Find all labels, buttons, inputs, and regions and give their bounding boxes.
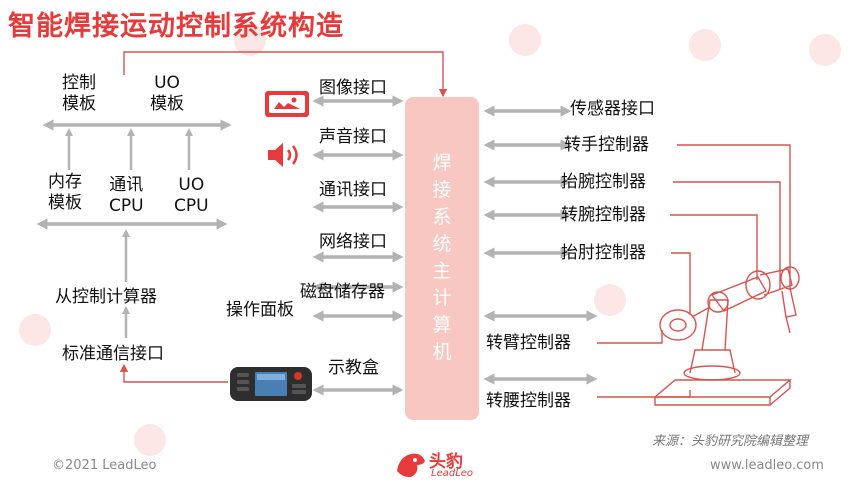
watermark-logo-icon xyxy=(509,24,541,56)
page-title: 智能焊接运动控制系统构造 xyxy=(8,11,344,42)
image-interface-icon xyxy=(265,91,309,117)
welding-robot-icon xyxy=(653,266,800,406)
main-computer-char: 系 xyxy=(432,206,452,228)
network-interface-label: 网络接口 xyxy=(319,232,387,252)
copyright-text: ©2021 LeadLeo xyxy=(52,458,157,473)
std-comm-interface-label: 标准通信接口 xyxy=(62,344,164,364)
leadleo-leopard-logo xyxy=(397,453,425,478)
source-note: 来源：头豹研究院编辑整理 xyxy=(652,434,809,449)
watermark-logo-icon xyxy=(594,284,626,316)
watermark-logo-icon xyxy=(134,424,166,456)
main-computer-char: 算 xyxy=(432,314,452,336)
memory-template-label: 内存模板 xyxy=(48,172,82,213)
wrist-lift-controller-label: 抬腕控制器 xyxy=(561,172,646,192)
watermark-logo-icon xyxy=(809,34,841,66)
leadleo-brand: 头豹 LeadLeo xyxy=(395,447,485,483)
watermark-logo-icon xyxy=(19,314,51,346)
disk-storage-label: 磁盘储存器 xyxy=(300,282,385,302)
arm-rotate-controller-label: 转臂控制器 xyxy=(486,333,571,353)
sensor-interface-label: 传感器接口 xyxy=(570,99,655,119)
image-interface-label: 图像接口 xyxy=(319,78,387,98)
website-url: www.leadleo.com xyxy=(710,458,824,473)
operation-panel-label: 操作面板 xyxy=(226,300,294,320)
wrist-rotate-controller-label: 转腕控制器 xyxy=(561,205,646,225)
comm-interface-label: 通讯接口 xyxy=(319,180,387,200)
teach-pendant-icon xyxy=(230,367,312,401)
main-computer-char: 接 xyxy=(432,179,452,201)
teach-pendant-label: 示教盒 xyxy=(328,358,379,378)
main-computer-char: 计 xyxy=(432,287,452,309)
main-computer-char: 统 xyxy=(432,233,452,255)
brand-en: LeadLeo xyxy=(431,468,474,479)
sound-speaker-icon xyxy=(268,143,298,167)
main-computer-char: 焊 xyxy=(432,152,452,174)
control-template-label: 控制模板 xyxy=(62,73,96,114)
main-computer-text: 焊接系统主计算机 xyxy=(405,150,479,366)
slave-computer-label: 从控制计算器 xyxy=(55,287,157,307)
main-computer-label: 焊接系统主计算机 xyxy=(405,150,479,366)
main-computer-box xyxy=(405,97,479,420)
sound-interface-label: 声音接口 xyxy=(319,127,387,147)
watermark-logo-icon xyxy=(689,29,721,61)
waist-rotate-controller-label: 转腰控制器 xyxy=(486,391,571,411)
main-computer-char: 主 xyxy=(432,260,452,282)
brand-cn: 头豹 xyxy=(429,452,463,472)
elbow-lift-controller-label: 抬肘控制器 xyxy=(561,243,646,263)
main-computer-char: 机 xyxy=(432,341,452,363)
hand-rotate-controller-label: 转手控制器 xyxy=(564,135,649,155)
watermark-logo-icon xyxy=(234,24,266,56)
